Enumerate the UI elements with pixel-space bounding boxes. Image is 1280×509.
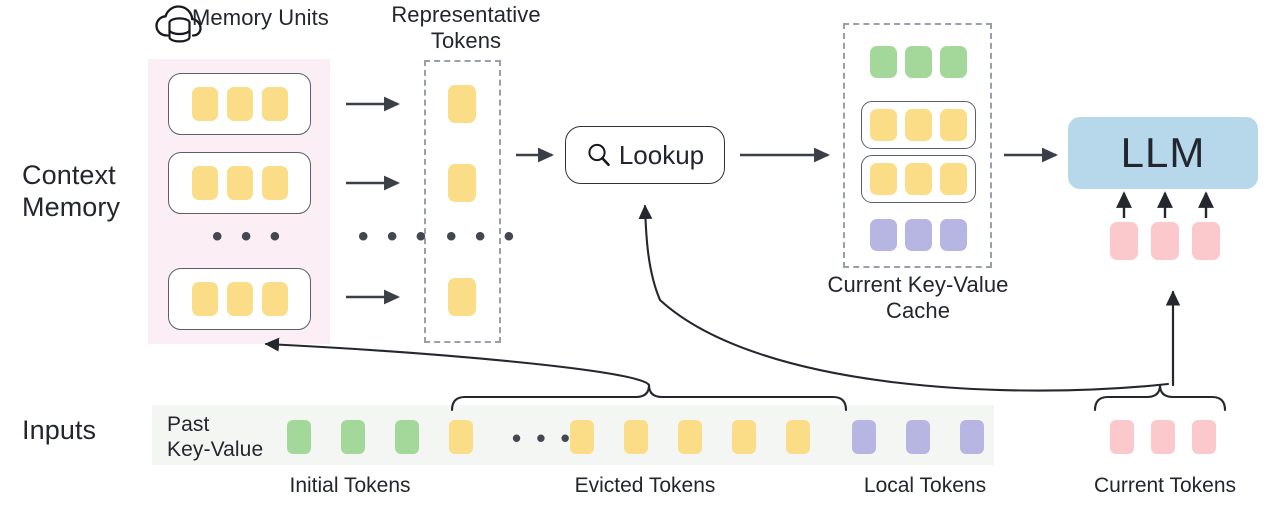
- brace-current-tokens: [1093, 384, 1227, 412]
- kv-cache-row-retrieved: [861, 101, 976, 149]
- kv-token: [904, 46, 932, 78]
- memory-unit[interactable]: [168, 152, 311, 214]
- input-token-evicted: [678, 420, 702, 454]
- kv-token: [869, 46, 897, 78]
- input-token-local: [906, 420, 930, 454]
- heading-representative-tokens: Representative Tokens: [391, 2, 541, 53]
- between-ellipsis: • • •: [358, 220, 432, 253]
- input-token-evicted: [624, 420, 648, 454]
- caption-local-tokens: Local Tokens: [863, 474, 987, 497]
- input-token-current: [1192, 420, 1216, 454]
- input-token-current: [1151, 420, 1175, 454]
- arrow-evicted-to-context-memory: [264, 337, 651, 387]
- representative-token: [448, 85, 476, 123]
- memory-unit[interactable]: [168, 268, 311, 330]
- input-token-initial: [287, 420, 311, 454]
- memory-token: [261, 166, 288, 200]
- memory-token: [191, 87, 218, 121]
- heading-current-kv-cache: Current Key-Value Cache: [827, 272, 1009, 323]
- memory-token: [226, 282, 253, 316]
- caption-initial-tokens: Initial Tokens: [289, 474, 411, 497]
- kv-token: [940, 109, 967, 141]
- input-token-evicted: [449, 420, 473, 454]
- memory-units-ellipsis: • • •: [212, 220, 286, 253]
- llm-node[interactable]: LLM: [1068, 117, 1258, 189]
- memory-token: [261, 282, 288, 316]
- memory-token: [191, 282, 218, 316]
- input-token-evicted: [570, 420, 594, 454]
- kv-token: [905, 109, 932, 141]
- input-token-initial: [395, 420, 419, 454]
- row-label-inputs: Inputs: [22, 415, 97, 445]
- kv-cache-row-retrieved: [861, 155, 976, 203]
- search-icon: [588, 143, 610, 167]
- input-token-evicted: [732, 420, 756, 454]
- lookup-node[interactable]: Lookup: [565, 126, 725, 184]
- representative-tokens-box: [424, 60, 501, 343]
- kv-token: [904, 219, 932, 251]
- caption-current-tokens: Current Tokens: [1093, 474, 1237, 497]
- input-token-initial: [341, 420, 365, 454]
- memory-unit[interactable]: [168, 73, 311, 135]
- kv-token: [869, 219, 897, 251]
- row-label-context-memory: Context Memory: [22, 160, 121, 222]
- inputs-ellipsis: • • •: [512, 423, 574, 453]
- llm-input-token: [1151, 222, 1179, 260]
- kv-token: [940, 163, 967, 195]
- caption-evicted-tokens: Evicted Tokens: [574, 474, 716, 497]
- cloud-database-icon: [155, 5, 202, 43]
- representative-token: [448, 164, 476, 202]
- kv-token: [905, 163, 932, 195]
- input-token-local: [960, 420, 984, 454]
- input-token-evicted: [786, 420, 810, 454]
- input-token-current: [1110, 420, 1134, 454]
- heading-memory-units: Memory Units: [192, 5, 329, 30]
- kv-token: [870, 109, 897, 141]
- memory-token: [226, 166, 253, 200]
- kv-token: [939, 46, 967, 78]
- memory-token: [261, 87, 288, 121]
- kv-cache-row-initial: [864, 42, 972, 82]
- llm-input-token: [1192, 222, 1220, 260]
- input-token-local: [852, 420, 876, 454]
- kv-token: [870, 163, 897, 195]
- memory-token: [226, 87, 253, 121]
- representative-tokens-ellipsis: • • •: [446, 220, 520, 253]
- representative-token: [448, 278, 476, 316]
- lookup-label: Lookup: [618, 139, 705, 170]
- llm-input-token: [1110, 222, 1138, 260]
- kv-token: [939, 219, 967, 251]
- past-key-value-label: Past Key-Value: [167, 413, 264, 461]
- kv-cache-row-local: [864, 215, 972, 255]
- memory-token: [191, 166, 218, 200]
- llm-label: LLM: [1120, 129, 1206, 176]
